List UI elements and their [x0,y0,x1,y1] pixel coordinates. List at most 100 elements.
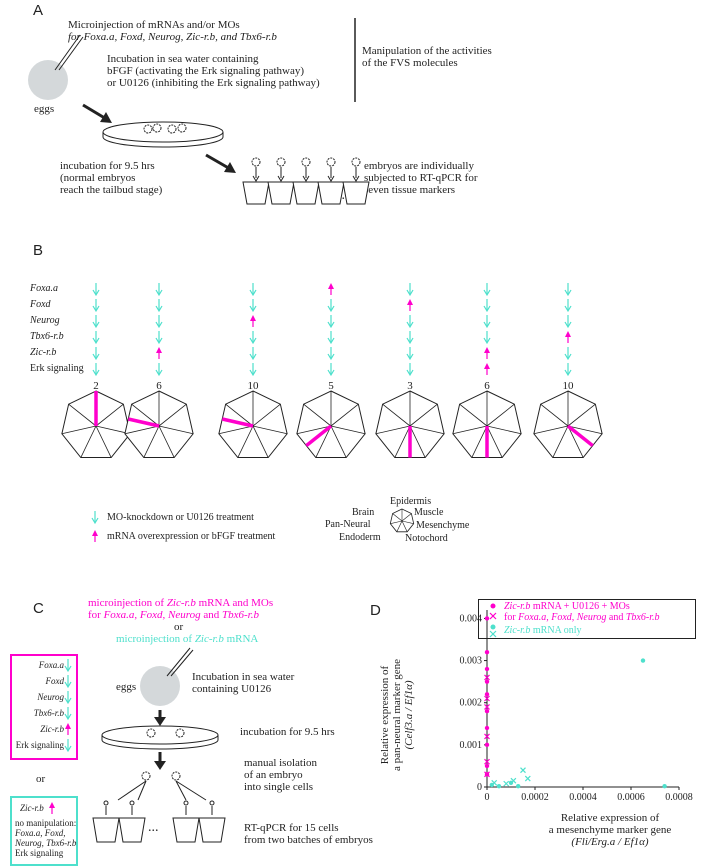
embryo-count: 10 [563,380,575,392]
magenta-dot [484,679,490,684]
magenta-dot [484,692,490,697]
magenta-cross [484,704,490,710]
cyan-dot [508,780,514,785]
magenta-dot [484,666,490,672]
down-arrow-icon [155,363,163,377]
manipulation-text: Manipulation of the activities of the FV… [362,45,492,69]
box1-row-label: Tbx6-r.b [33,708,64,718]
cyan-dot [496,783,502,789]
tissue-heptagon [124,390,194,459]
arrow-a2 [205,153,233,172]
expression-spoke [305,424,333,448]
up-arrow-icon [156,347,162,359]
x-tick-label: 0.0008 [665,792,693,803]
cyan-cross [520,767,526,774]
incubation-text: Incubation in sea water containing bFGF … [107,53,320,89]
down-arrow-icon [406,283,414,297]
down-arrow-icon [249,331,257,345]
down-arrow-icon [327,299,335,313]
box1-row-label: Erk signaling [15,740,64,750]
tissue-label-endoderm: Endoderm [339,532,381,543]
legend-down-arrow-icon [91,511,99,525]
down-arrow-icon [92,283,100,297]
x-tick-label: 0.0002 [521,792,549,803]
down-arrow-icon [406,363,414,377]
box1-row-label: Neurog [37,692,64,702]
down-arrow-icon [92,299,100,313]
down-arrow-icon [155,331,163,345]
down-arrow-icon [564,283,572,297]
legend-series2: Zic-r.b mRNA only [504,625,582,636]
tissue-heptagon [375,390,445,459]
down-arrow-icon [406,331,414,345]
tissue-heptagon [452,390,522,459]
c-rtqpcr-text: RT-qPCR for 15 cells from two batches of… [244,822,373,846]
up-arrow-icon [565,331,571,343]
tissue-heptagon [218,390,288,459]
down-arrow-icon [483,331,491,345]
c-title-line3: microinjection of Zic-r.b mRNA [116,633,259,645]
cyan-dot [516,783,521,789]
down-arrow-icon [155,299,163,313]
down-arrow-icon [406,315,414,329]
up-arrow-icon [328,283,334,295]
c-or-2: or [36,773,46,785]
panel-label-c: C [33,600,44,617]
cyan-dot [640,658,646,663]
down-arrow-icon [155,315,163,329]
down-arrow-icon [327,347,335,361]
y-tick-label: 0.002 [460,698,483,709]
expression-spoke [566,424,594,448]
embryo-count: 6 [156,380,162,392]
down-arrow-icon [249,299,257,313]
magenta-cross [484,695,490,702]
legend-series1-line1: Zic-r.b mRNA + U0126 + MOs [504,601,630,612]
c-incubation-text: Incubation in sea water containing U0126 [192,671,295,695]
magenta-dot [484,772,490,777]
row-label: Erk signaling [30,363,84,374]
up-arrow-icon [484,347,490,359]
microinjection-text: Microinjection of mRNAs and/or MOs for F… [68,19,277,43]
embryo-split [117,771,207,801]
down-arrow-icon [483,283,491,297]
magenta-cross [484,771,490,778]
down-arrow-icon [564,315,572,329]
tube-row-c [92,800,226,843]
c-title-line2: for Foxa.a, Foxd, Neurog and Tbx6-r.b [88,609,259,621]
x-axis-title: Relative expression of a mesenchyme mark… [548,812,672,848]
cyan-cross [524,775,531,782]
x-tick-label: 0 [485,792,490,803]
panel-label-d: D [370,602,381,619]
c-isolation-text: manual isolation of an embryo into singl… [244,757,318,793]
box1-labels: Foxa.a Foxd Neurog Tbx6-r.b Zic-r.b Erk … [14,660,64,756]
down-arrow-icon [92,315,100,329]
down-arrow-icon [327,363,335,377]
up-arrow-icon [250,315,256,327]
magenta-cross [484,674,490,681]
row-label: Zic-r.b [30,347,57,358]
cyan-cross [491,779,498,786]
box1-row-label: Zic-r.b [40,724,64,734]
cyan-cross [510,777,517,784]
x-tick-label: 0.0004 [569,792,597,803]
ellipsis-c2: ... [212,820,223,835]
condition-box-cyan [10,796,78,866]
box2-text: no manipulation: Foxa.a, Foxd, Neurog, T… [15,818,77,858]
x-tick-label: 0.0006 [617,792,645,803]
c-title-line1: microinjection of Zic-r.b mRNA and MOs [88,597,274,609]
legend-heptagon [389,508,415,533]
legend-down-text: MO-knockdown or U0126 treatment [107,512,254,523]
ellipsis-c1: ... [148,820,159,835]
magenta-dot [484,649,490,655]
up-arrow-icon [484,363,490,375]
arrow-a1 [82,103,109,122]
chart-legend-box [478,599,696,639]
down-arrow-icon [92,331,100,345]
eggs-label-a: eggs [34,103,55,115]
embryo-count: 3 [407,380,413,392]
eggs-label-c: eggs [116,681,137,693]
petri-dish-a [102,121,224,148]
box1-row-label: Foxa.a [38,660,64,670]
down-arrow-icon [406,347,414,361]
